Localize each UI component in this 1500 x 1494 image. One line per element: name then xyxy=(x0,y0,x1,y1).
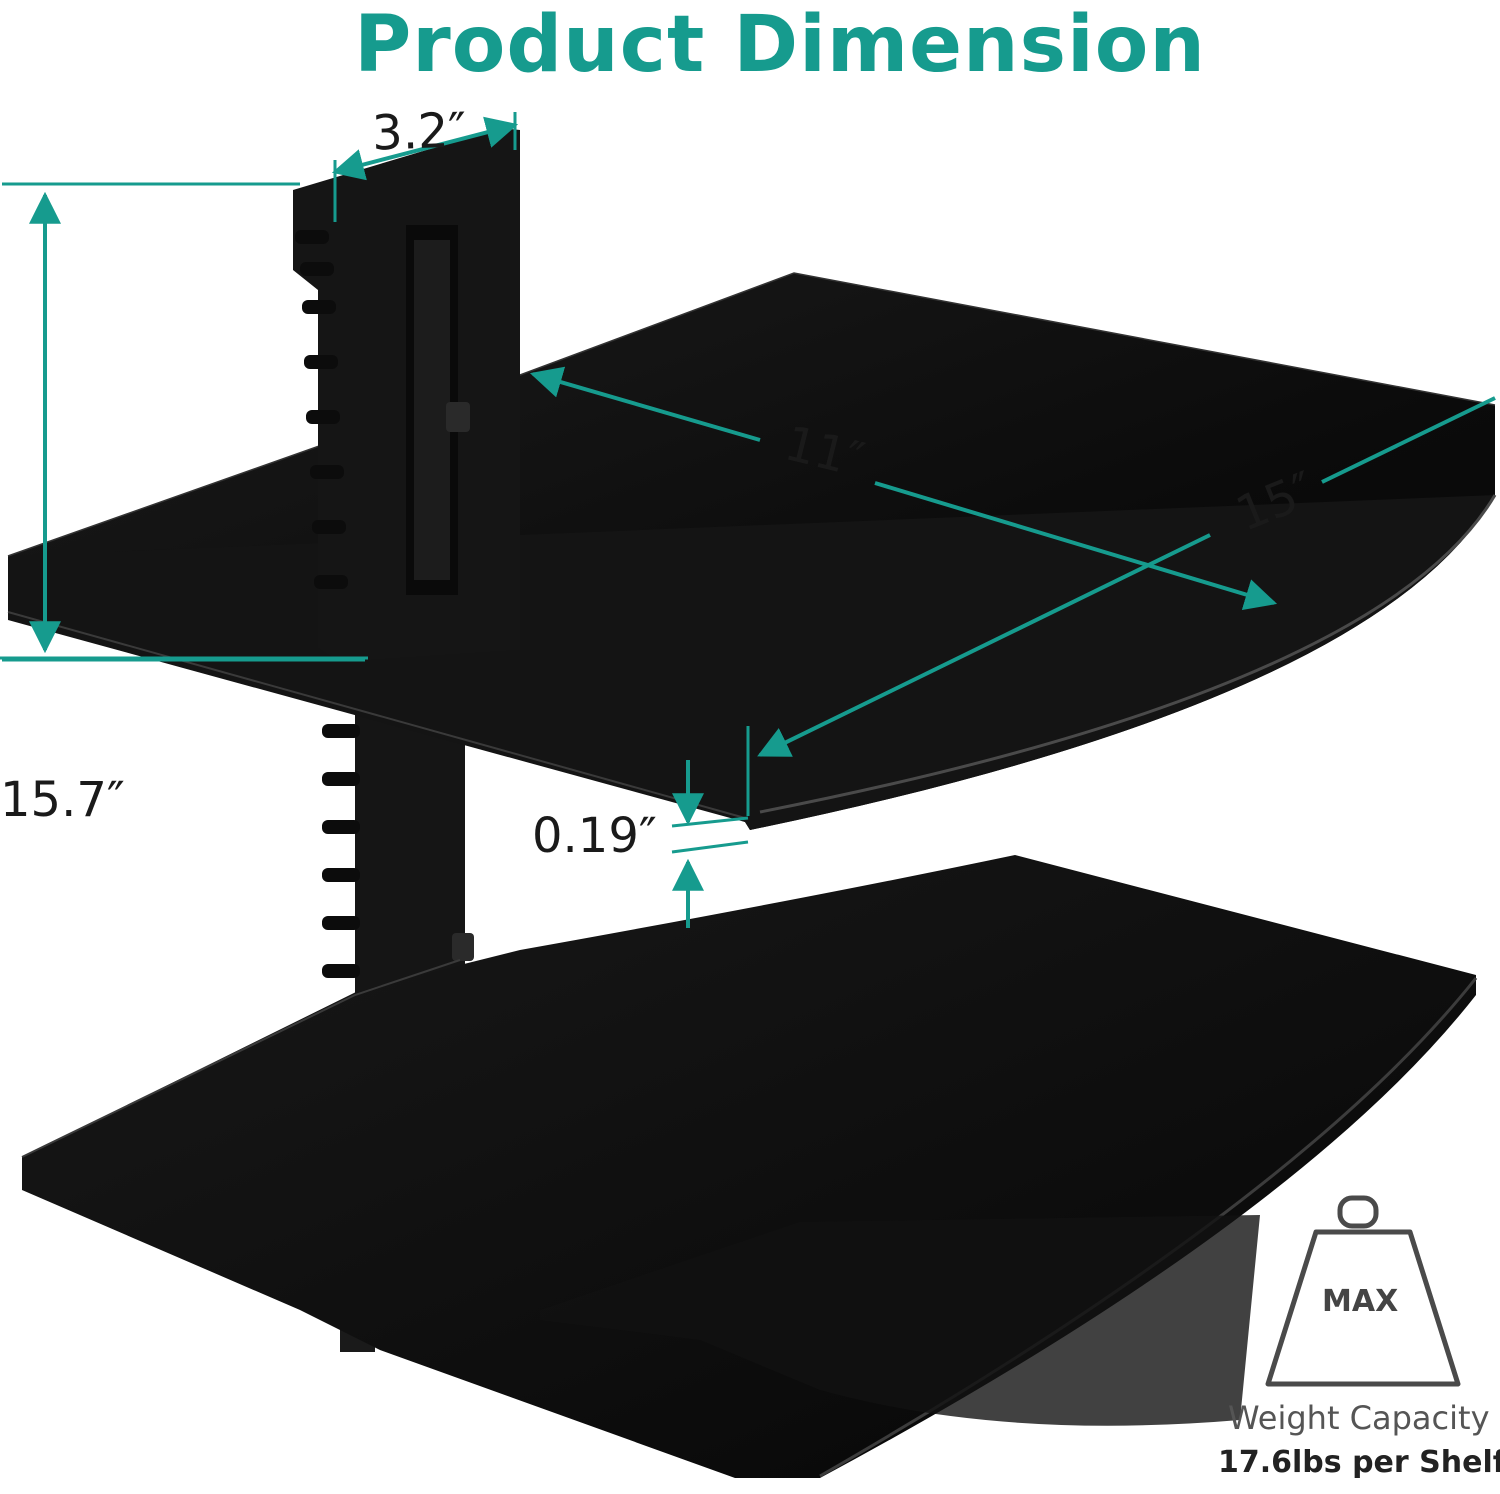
bracket-width-label: 3.2″ xyxy=(371,102,468,162)
weight-icon xyxy=(1265,1195,1461,1387)
bottom-shelf xyxy=(22,855,1476,1478)
dimension-lines xyxy=(0,112,1496,928)
weight-capacity-value: 17.6lbs per Shelf xyxy=(1218,1448,1500,1478)
thickness-label: 0.19″ xyxy=(532,808,657,864)
max-badge-text: MAX xyxy=(1322,1284,1399,1319)
weight-capacity-label: Weight Capacity xyxy=(1228,1399,1490,1437)
page-title: Product Dimension xyxy=(354,0,1206,90)
height-label: 15.7″ xyxy=(0,772,125,828)
upper-bracket xyxy=(293,128,520,662)
